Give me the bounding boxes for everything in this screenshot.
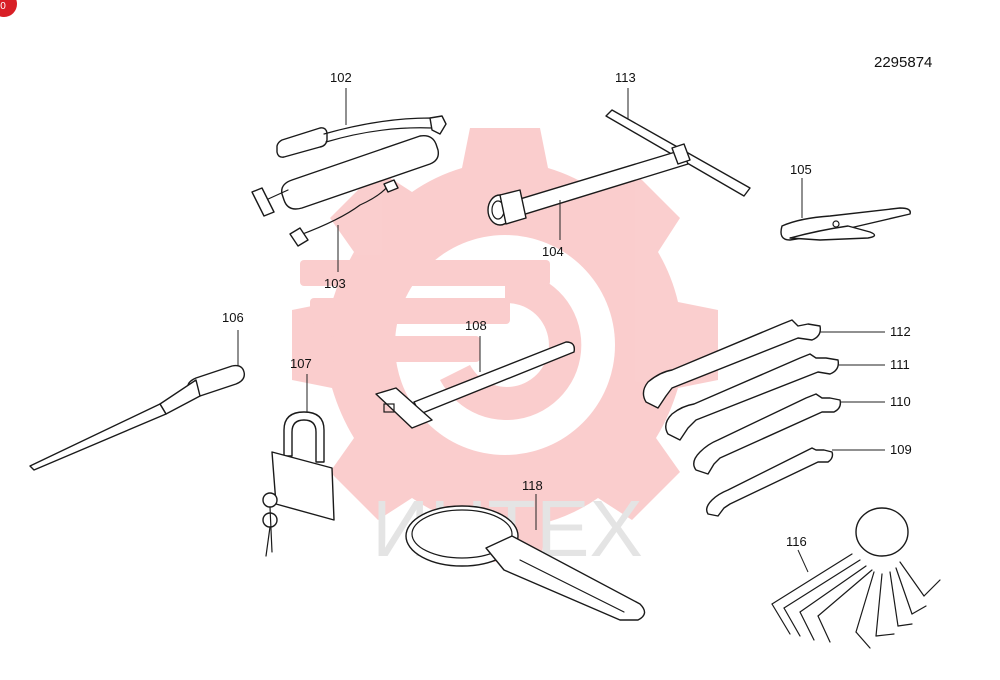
reference-number: 2295874 — [874, 54, 932, 71]
part-105-pliers — [780, 178, 911, 241]
callout-110: 110 — [890, 394, 911, 409]
corner-badge-circle — [0, 0, 17, 17]
corner-badge-label: 0 — [0, 1, 6, 12]
part-109-wrench — [705, 447, 885, 517]
callout-104: 104 — [542, 244, 564, 259]
part-112-wrench — [642, 319, 885, 409]
part-118-filter-wrench — [405, 494, 646, 621]
callout-111: 111 — [890, 357, 910, 372]
callout-113: 113 — [615, 70, 636, 85]
callout-103: 103 — [324, 276, 346, 291]
corner-badge: 0 — [0, 0, 17, 17]
part-110-wrench — [693, 393, 885, 475]
part-116-hex-key-set — [771, 507, 941, 649]
callout-112: 112 — [890, 324, 911, 339]
part-108-hammer — [375, 336, 576, 429]
watermark-bar-2 — [310, 298, 510, 324]
part-106-screwdriver — [29, 330, 246, 471]
callout-118: 118 — [522, 478, 543, 493]
watermark-bar-3 — [330, 336, 480, 362]
part-102-grease-gun — [251, 88, 447, 247]
watermark-bar-1 — [300, 260, 550, 286]
callout-105: 105 — [790, 162, 812, 177]
callout-109: 109 — [890, 442, 912, 457]
callout-107: 107 — [290, 356, 312, 371]
callout-106: 106 — [222, 310, 244, 325]
part-113-104-t-handle — [487, 88, 751, 240]
part-107-padlock — [262, 374, 335, 557]
callout-116: 116 — [786, 534, 807, 549]
part-111-wrench — [665, 353, 885, 441]
callout-108: 108 — [465, 318, 487, 333]
callout-102: 102 — [330, 70, 352, 85]
